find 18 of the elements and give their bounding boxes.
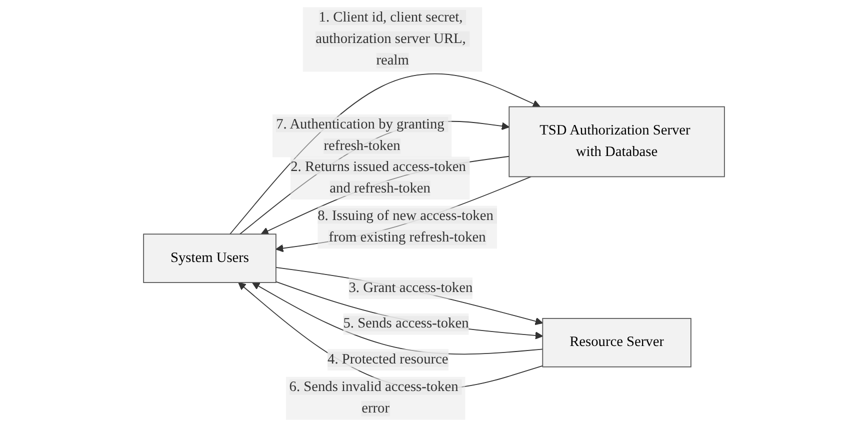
node-box: TSD Authorization Server with Database xyxy=(508,106,725,178)
arrow xyxy=(275,266,544,326)
arrow xyxy=(239,120,510,235)
node-box: Resource Server xyxy=(542,318,692,368)
arrow xyxy=(276,176,532,252)
arrow xyxy=(238,282,544,390)
edge-label: 3. Grant access-token xyxy=(348,280,473,296)
arrow xyxy=(260,156,510,235)
edge-label: 2. Returns issued access-token and refresh-token xyxy=(290,159,466,196)
edge-label: 8. Issuing of new access-token from existing refresh-token xyxy=(318,208,494,246)
node-box: System Users xyxy=(143,234,276,283)
edge-label: 5. Sends access-token xyxy=(343,316,469,332)
arrow xyxy=(252,282,544,355)
edge-label: 6. Sends invalid access-token error xyxy=(289,379,458,416)
edge-label: 1. Client id, client secret, authorization server URL, realm xyxy=(316,10,466,68)
edge-label: 7. Authentication by granting refresh-token xyxy=(276,116,444,154)
arrow xyxy=(230,73,540,235)
edge-label: 4. Protected resource xyxy=(328,352,448,367)
